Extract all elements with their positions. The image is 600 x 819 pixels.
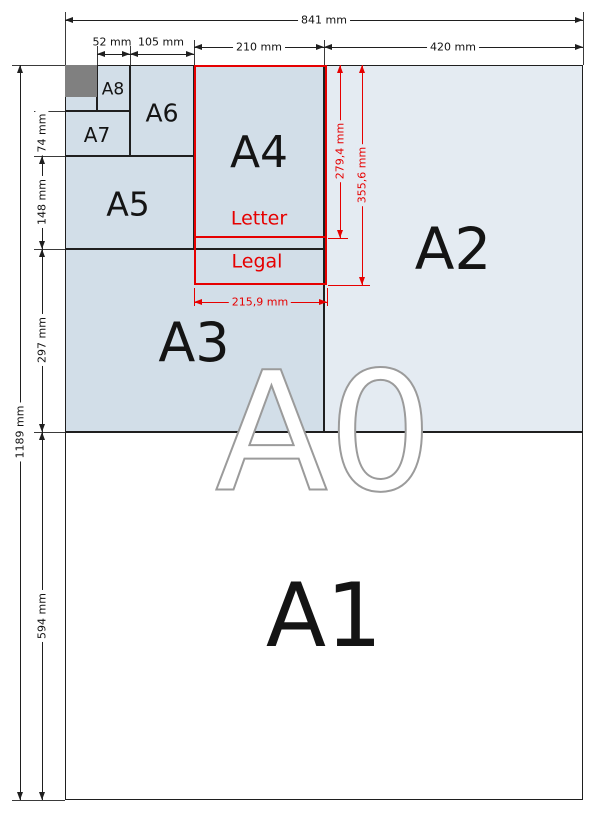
extension-line [12, 65, 65, 66]
paper-a6-label: A6 [145, 98, 179, 128]
dim-210-label: 210 mm [233, 40, 285, 54]
arrowhead [316, 44, 324, 50]
paper-a7-label: A7 [83, 123, 111, 147]
extension-line-red [328, 285, 370, 286]
arrowhead [122, 51, 130, 57]
extension-line [34, 432, 65, 433]
paper-a4-label: A4 [229, 127, 289, 178]
paper-a1 [65, 432, 583, 800]
arrowhead [39, 424, 45, 432]
arrowhead-red [319, 299, 327, 305]
extension-line [34, 156, 65, 157]
arrowhead [194, 44, 202, 50]
arrowhead-red [194, 299, 202, 305]
extension-line [34, 111, 65, 112]
paper-a7 [65, 111, 130, 156]
extension-line [583, 12, 584, 65]
dim-52-label: 52 mm [92, 35, 132, 49]
dim-841-label: 841 mm [298, 13, 350, 27]
dim-297-label: 297 mm [35, 314, 49, 366]
arrowhead [39, 156, 45, 164]
paper-a6 [130, 65, 194, 156]
dim-legal-height-label: 355,6 mm [355, 143, 369, 207]
arrowhead [17, 792, 23, 800]
dim-52-line [97, 54, 130, 55]
arrowhead-red [359, 65, 365, 73]
arrowhead [39, 241, 45, 249]
dim-1189-label: 1189 mm [13, 402, 27, 462]
arrowhead [39, 792, 45, 800]
arrowhead [575, 17, 583, 23]
arrowhead [186, 51, 194, 57]
arrowhead [65, 17, 73, 23]
arrowhead-red [337, 65, 343, 73]
dim-105-label: 105 mm [138, 35, 184, 49]
extension-line [34, 249, 65, 250]
dim-letter-height-label: 279,4 mm [333, 119, 347, 183]
paper-a2-label: A2 [414, 215, 492, 283]
dim-148-label: 148 mm [35, 176, 49, 228]
extension-line-red [327, 288, 328, 306]
gray-corner-square [65, 65, 97, 97]
paper-a2 [324, 65, 583, 432]
arrowhead [324, 44, 332, 50]
paper-a5 [65, 156, 194, 249]
paper-letter-label: Letter [230, 207, 288, 230]
extension-line [12, 800, 65, 801]
extension-line [194, 40, 195, 65]
paper-a8-label: A8 [101, 79, 125, 100]
arrowhead [17, 65, 23, 73]
extension-line-red [328, 238, 348, 239]
paper-a8 [97, 65, 130, 111]
extension-line [65, 12, 66, 65]
dim-74-label: 74 mm [35, 110, 49, 156]
dim-letter-width-label: 215,9 mm [228, 295, 292, 309]
paper-legal-label: Legal [231, 250, 283, 273]
arrowhead-red [359, 277, 365, 285]
paper-letter-outline [194, 65, 327, 238]
arrowhead [97, 51, 105, 57]
arrowhead [39, 432, 45, 440]
paper-a1-label: A1 [265, 564, 383, 667]
arrowhead [39, 249, 45, 257]
arrowhead [130, 51, 138, 57]
arrowhead-red [337, 230, 343, 238]
paper-a0-label: A0 [214, 336, 434, 529]
arrowhead [575, 44, 583, 50]
dim-105-line [130, 54, 194, 55]
extension-line [324, 40, 325, 65]
paper-a3-label: A3 [158, 311, 230, 374]
extension-line-red [194, 288, 195, 306]
paper-a5-label: A5 [106, 184, 150, 224]
dim-594-label: 594 mm [35, 590, 49, 642]
dim-420-label: 420 mm [427, 40, 479, 54]
